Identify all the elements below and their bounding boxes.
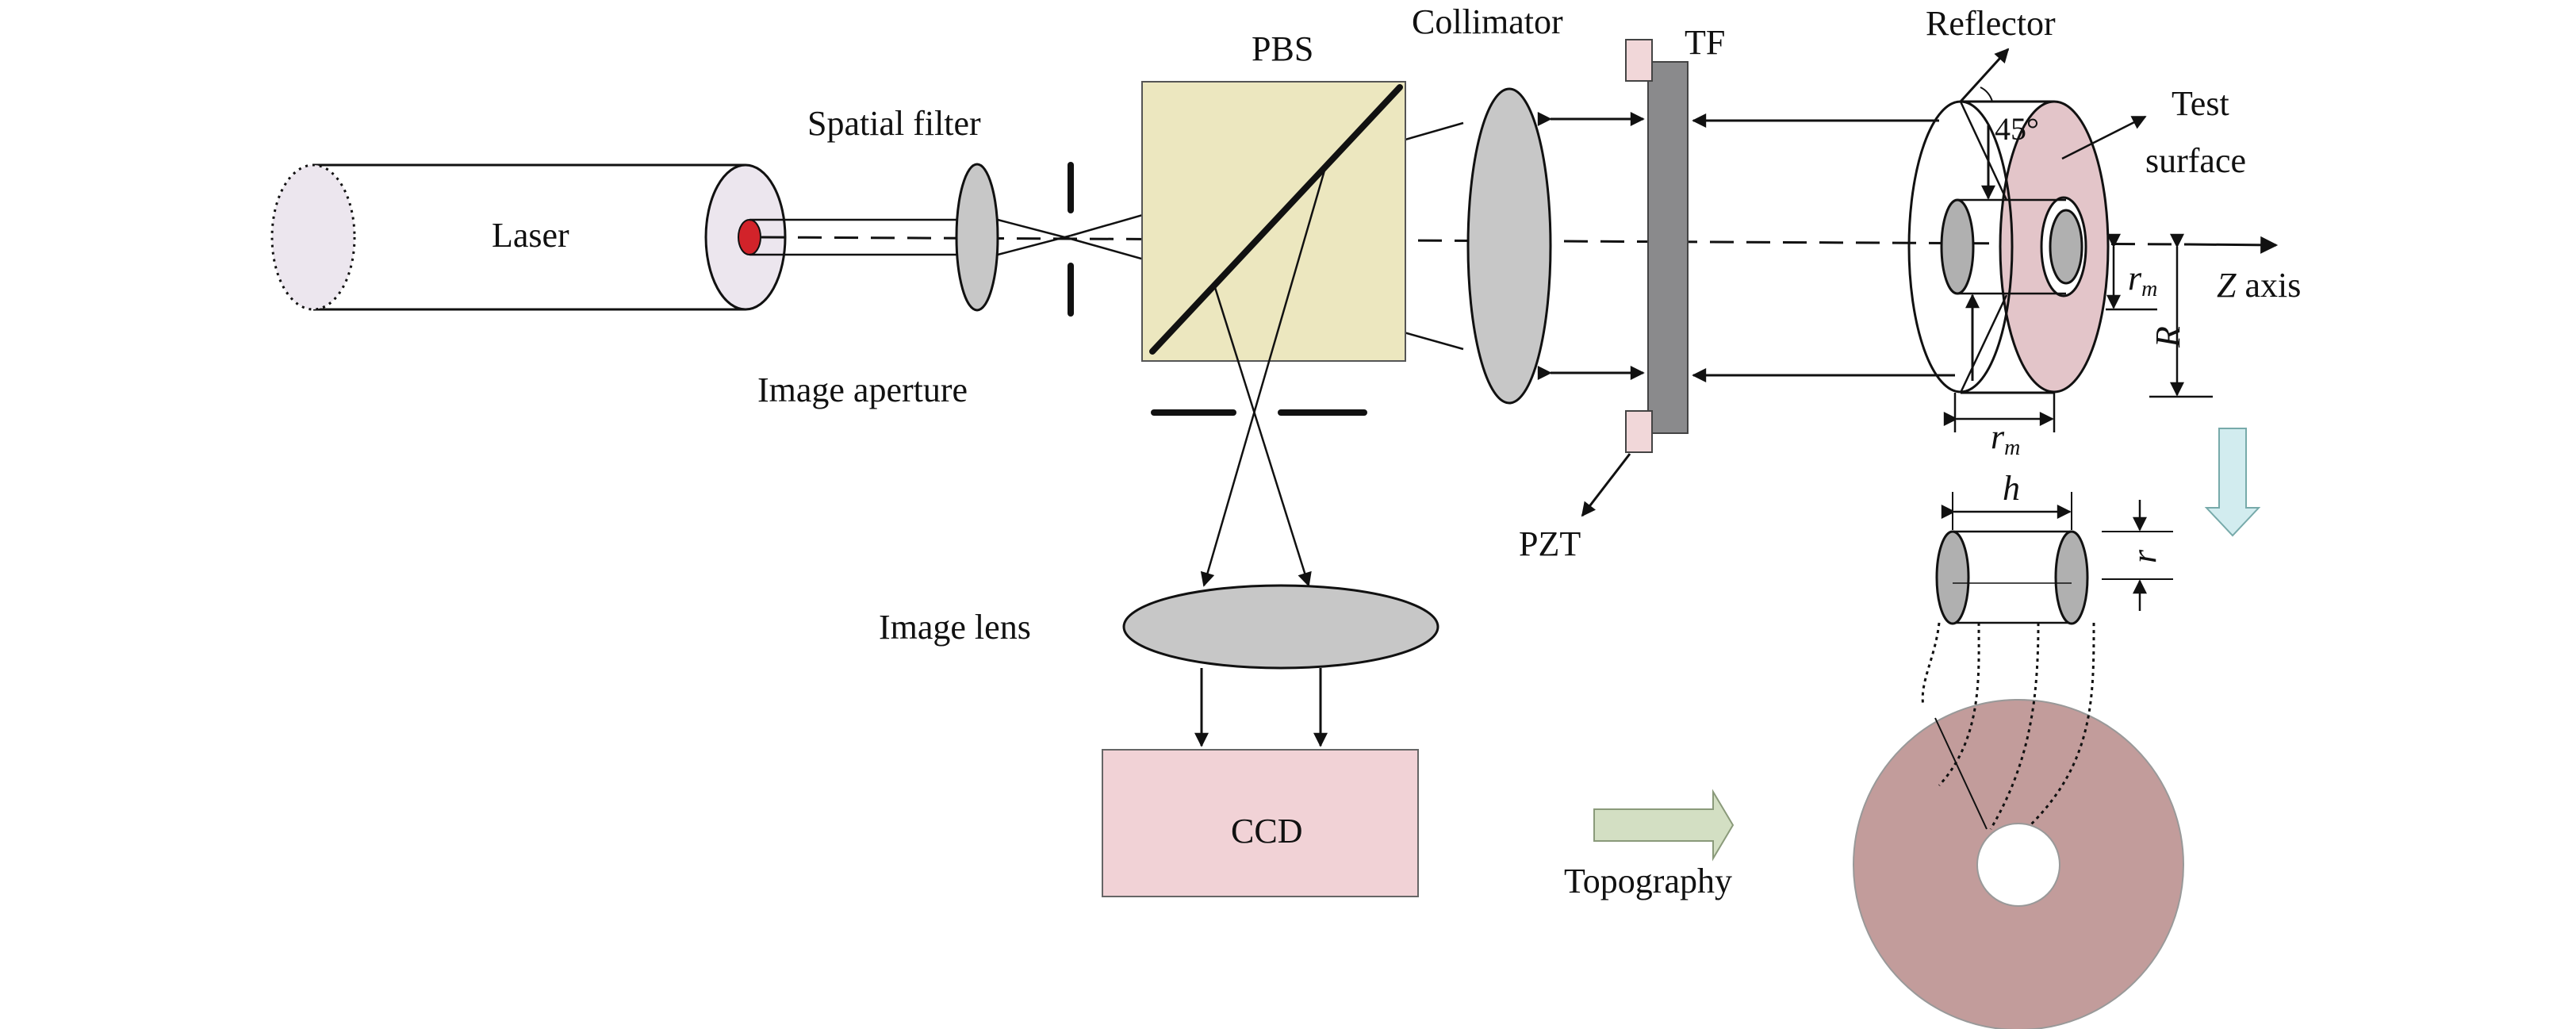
- r-label: r: [2125, 549, 2164, 563]
- topography-arrow: [1593, 789, 1735, 862]
- rm-right-label: rm: [2128, 259, 2157, 301]
- z-axis-arrow: [2188, 236, 2279, 254]
- rm-dimension-bottom: [1943, 393, 2056, 432]
- inner-cylinder-end: [1940, 198, 1975, 295]
- pbs: PBS: [1141, 29, 1406, 362]
- ccd-label: CCD: [1231, 812, 1302, 850]
- laser-beam-tube: [749, 218, 964, 256]
- rm-dimension-right: [2106, 233, 2157, 311]
- image-aperture-label: Image aperture: [757, 371, 968, 409]
- lens-to-ccd-arrows: [1194, 668, 1328, 747]
- tf-label: TF: [1685, 23, 1725, 62]
- collimator-label: Collimator: [1412, 2, 1563, 41]
- ccd: CCD: [1102, 749, 1419, 897]
- transmission-flat: TF: [1625, 23, 1725, 453]
- R-label: R: [2149, 326, 2187, 348]
- surface-label: surface: [2145, 141, 2246, 180]
- laser-back-end: [270, 163, 356, 311]
- collimator-tf-arrows: [1537, 112, 1645, 380]
- pbs-label: PBS: [1252, 29, 1313, 68]
- return-beams: [1692, 113, 1955, 382]
- spatial-filter-lens: [955, 163, 999, 312]
- z-axis-label: Z axis: [2217, 266, 2301, 305]
- pzt-bottom-block: [1625, 410, 1653, 453]
- pzt-pointer: [1581, 453, 1631, 517]
- laser-beam-dot: [738, 219, 761, 255]
- pzt-top-block: [1625, 39, 1653, 82]
- laser: Laser: [270, 163, 787, 311]
- unwrapped-cylinder: [1935, 492, 2173, 625]
- collimator-lens: [1466, 87, 1552, 405]
- topography-label: Topography: [1564, 862, 1732, 900]
- image-lens-shape: [1122, 584, 1439, 670]
- ccd-box: [1102, 749, 1419, 897]
- collimator: Collimator: [1412, 2, 1563, 405]
- spatial-filter-label: Spatial filter: [807, 104, 981, 143]
- pzt-label: PZT: [1519, 524, 1581, 563]
- rm-bottom-label: rm: [1991, 417, 2020, 460]
- pbs-diagonal: [1149, 84, 1403, 355]
- image-lens: Image lens: [879, 584, 1439, 670]
- topography-disc: [1853, 622, 2184, 1029]
- h-label: h: [2003, 469, 2020, 508]
- image-lens-label: Image lens: [879, 608, 1031, 647]
- spatial-filter: Spatial filter: [807, 104, 999, 312]
- laser-label: Laser: [492, 216, 569, 255]
- reflector-label: Reflector: [1926, 4, 2056, 43]
- inner-cylinder-far-end: [2049, 209, 2083, 285]
- down-arrow: [2204, 428, 2261, 537]
- tf-plate: [1647, 61, 1689, 434]
- R-dimension: [2149, 233, 2213, 398]
- reflector-assembly: [1907, 48, 2147, 394]
- angle-label: 45°: [1995, 111, 2039, 147]
- pbs-reflected-beams: [1200, 164, 1328, 587]
- test-label: Test: [2172, 84, 2229, 123]
